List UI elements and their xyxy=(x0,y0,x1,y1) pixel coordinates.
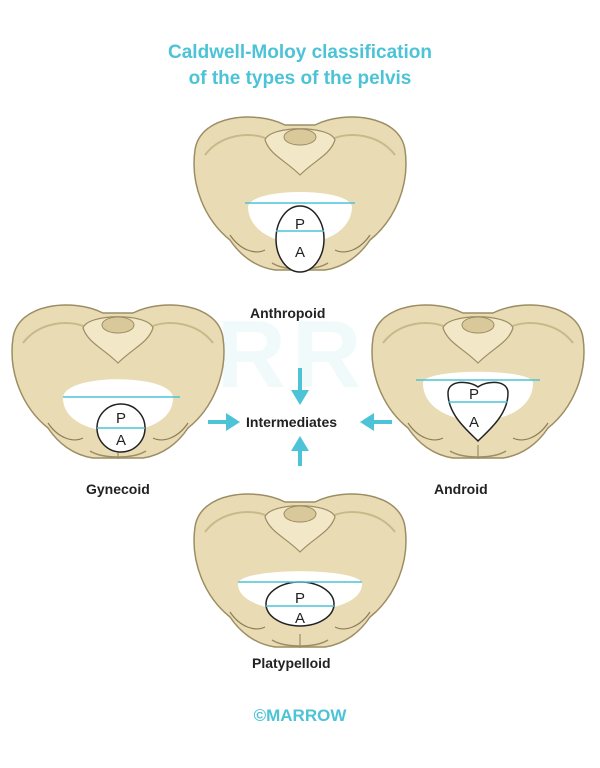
label-p: P xyxy=(469,386,479,403)
arrow-right xyxy=(208,413,240,431)
copyright-logo: ©MARROW xyxy=(253,706,347,725)
label-p: P xyxy=(295,590,305,607)
pelvis-anthropoid: P A xyxy=(193,116,407,273)
label-p: P xyxy=(295,216,305,233)
inlet-oval xyxy=(275,205,325,273)
pelvis-platypelloid: P A xyxy=(193,493,407,649)
label-a: A xyxy=(116,432,126,449)
label-intermediates: Intermediates xyxy=(246,414,338,430)
label-a: A xyxy=(295,610,305,627)
label-platypelloid: Platypelloid xyxy=(252,655,331,671)
arrow-left xyxy=(360,413,392,431)
inlet-heart xyxy=(447,381,509,443)
label-gynecoid: Gynecoid xyxy=(86,481,150,497)
arrows xyxy=(208,368,392,466)
label-a: A xyxy=(469,414,479,431)
label-android: Android xyxy=(434,481,488,497)
label-p: P xyxy=(116,410,126,427)
arrow-down xyxy=(291,368,309,405)
label-a: A xyxy=(295,244,305,261)
arrow-up xyxy=(291,436,309,466)
label-anthropoid: Anthropoid xyxy=(250,305,326,321)
diagram-title-line2: of the types of the pelvis xyxy=(188,68,412,89)
pelvis-gynecoid: P A xyxy=(11,304,225,460)
pelvis-android: P A xyxy=(371,304,585,460)
diagram-title-line1: Caldwell-Moloy classification xyxy=(168,42,432,63)
